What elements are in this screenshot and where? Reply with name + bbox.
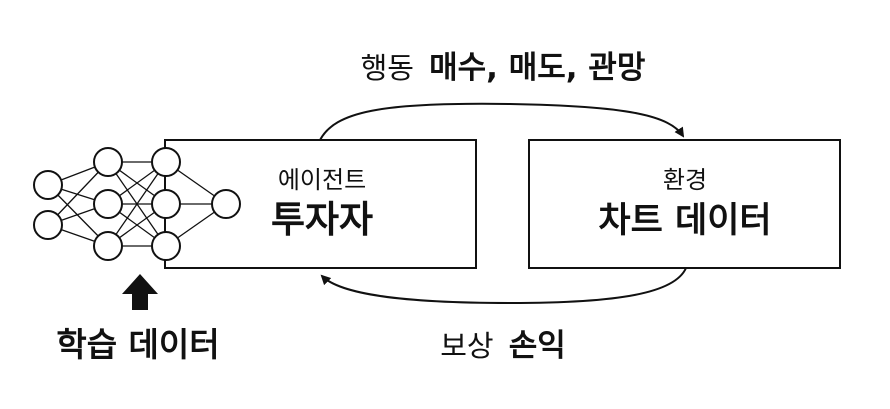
action-prefix: 행동 [361,51,414,85]
action-arrow [319,102,685,141]
nn-nodes [33,147,241,261]
agent-title: 투자자 [271,198,373,241]
reward-prefix: 보상 [440,329,493,363]
environment-title: 차트 데이터 [598,201,771,241]
action-values: 매수, 매도, 관망 [429,50,645,86]
reward-arrow [320,267,687,305]
environment-box [528,139,841,269]
up-arrow-icon [122,274,158,310]
agent-subtitle: 에이전트 [278,166,366,194]
action-label: 행동 매수, 매도, 관망 [361,50,646,86]
reward-values: 손익 [509,328,566,364]
neural-network-icon [33,147,241,261]
training-data-label: 학습 데이터 [56,325,219,364]
environment-subtitle: 환경 [663,166,707,194]
reward-label: 보상 손익 [440,328,566,364]
